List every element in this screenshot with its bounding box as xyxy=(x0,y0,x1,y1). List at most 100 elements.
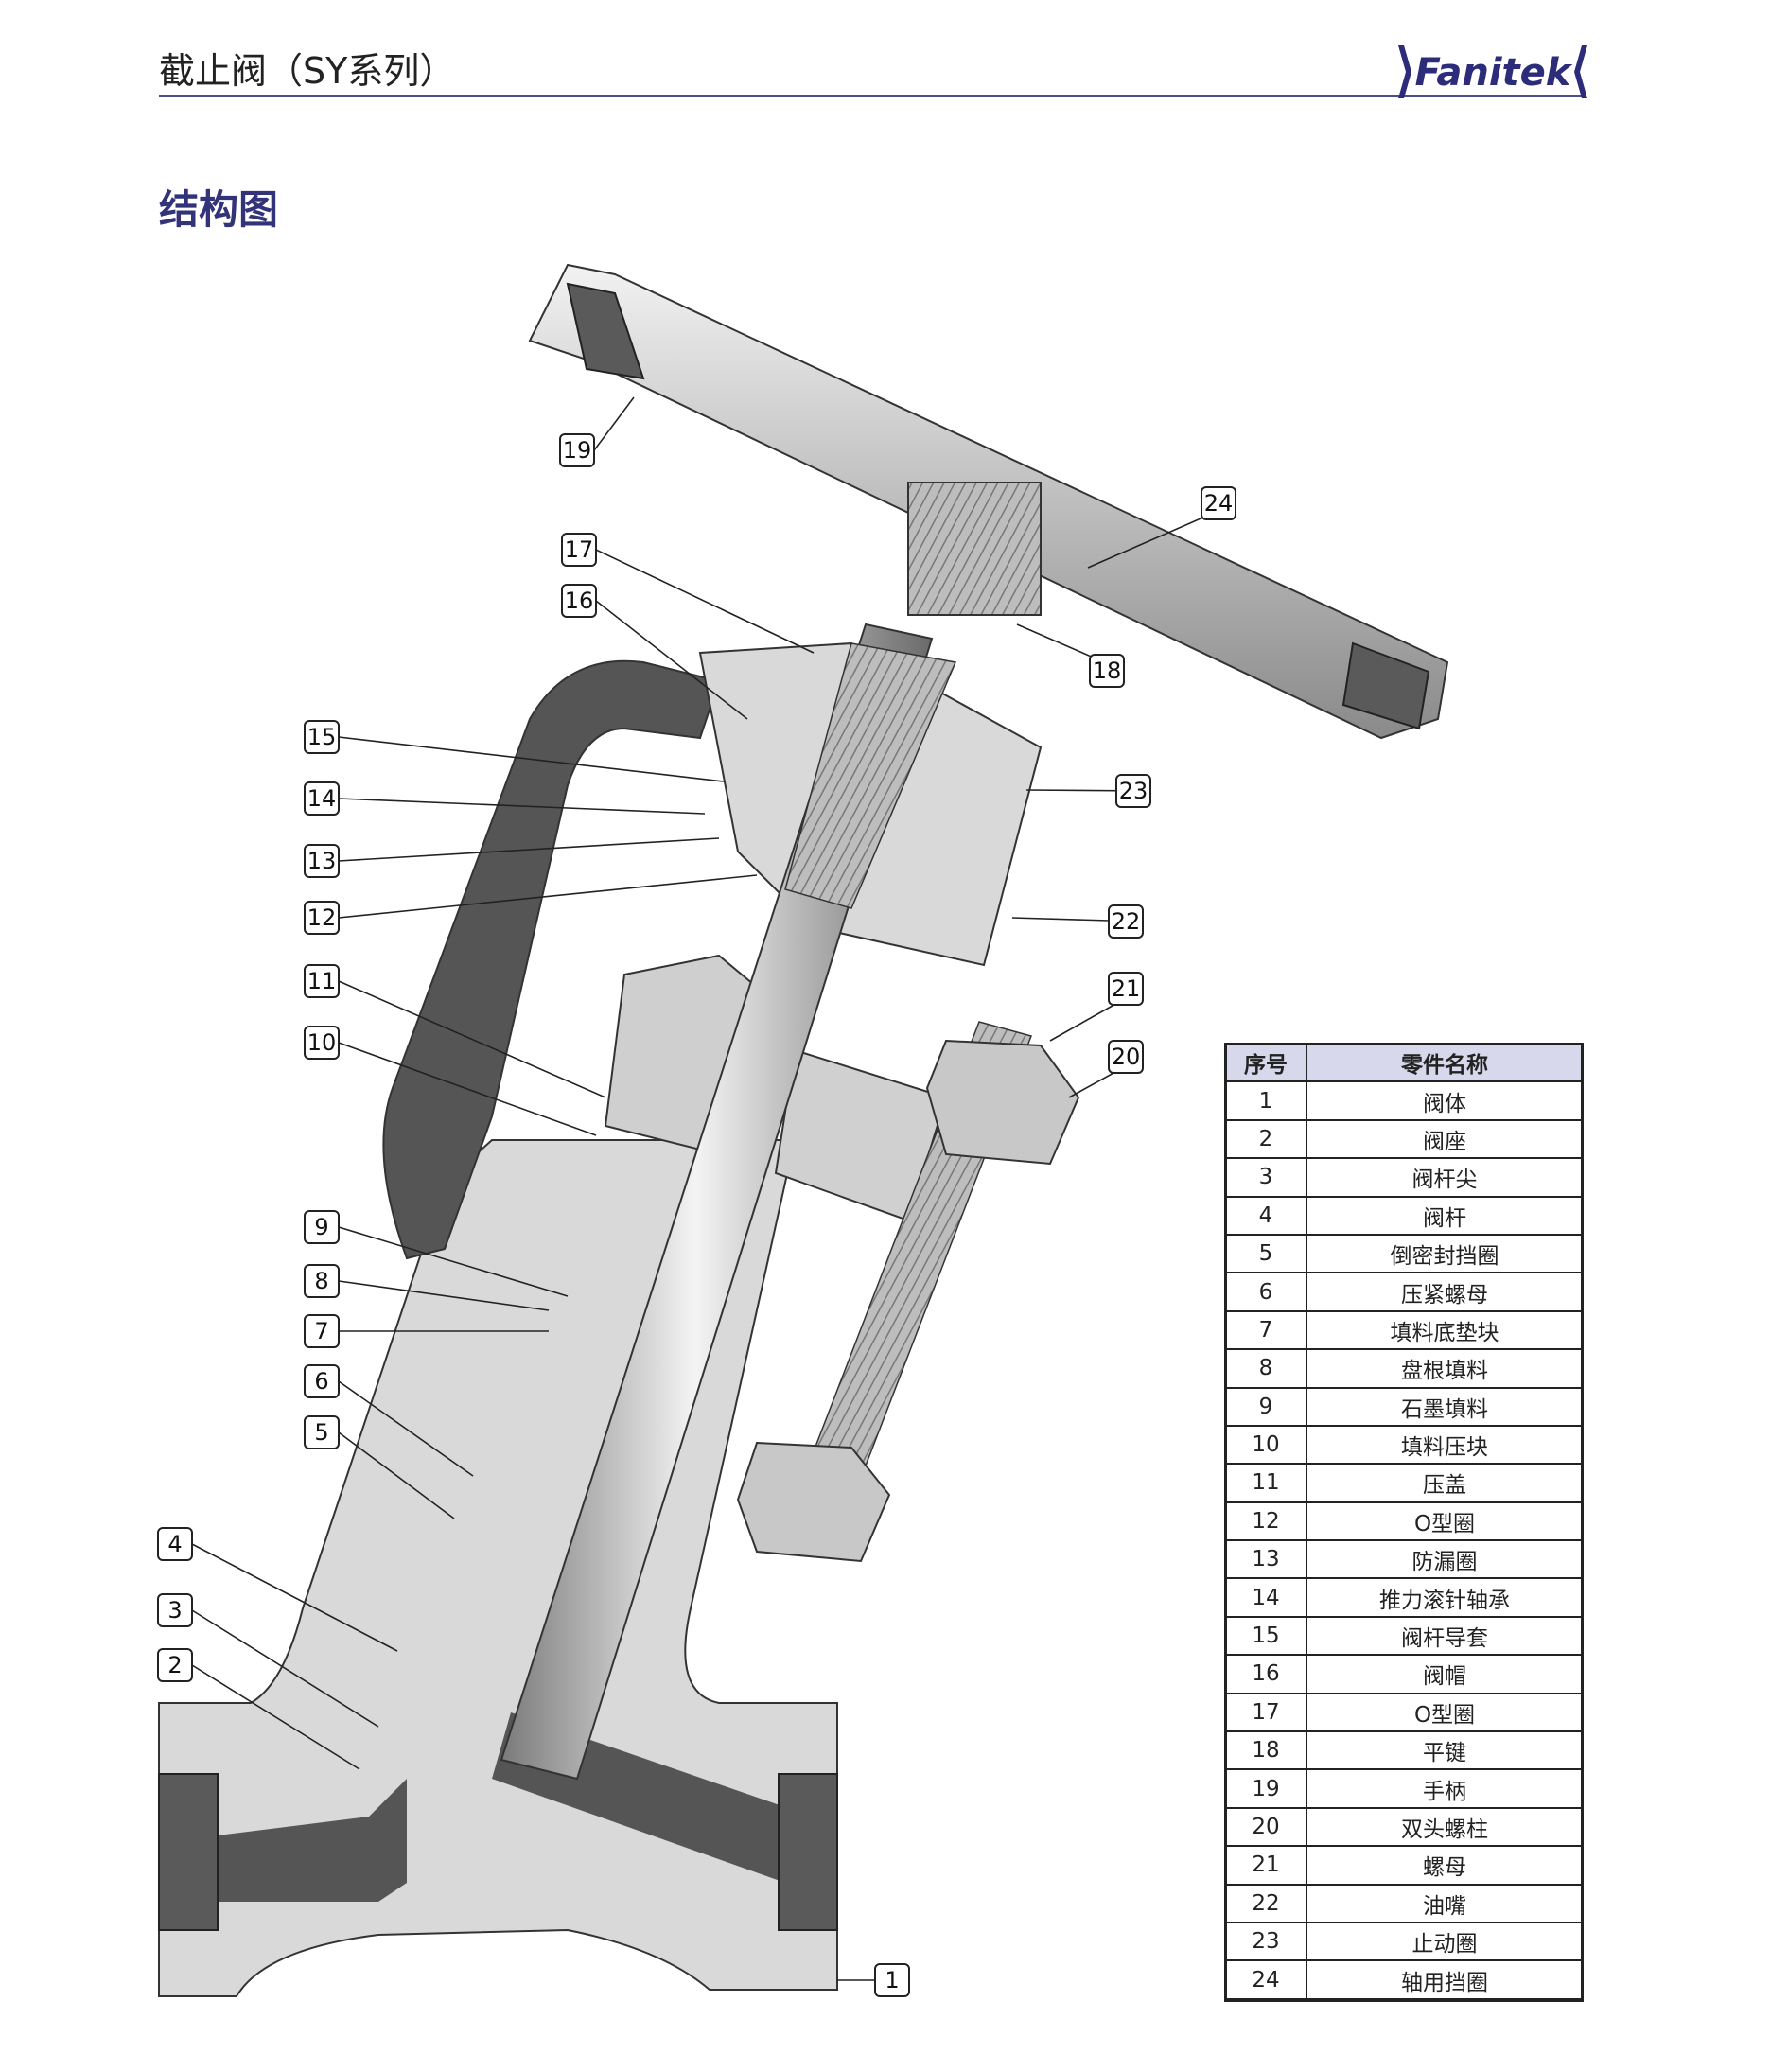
part-number-cell: 15 xyxy=(1224,1615,1307,1657)
callout-number: 10 xyxy=(307,1029,337,1056)
logo-left-mark-icon xyxy=(1398,45,1411,98)
callout-box xyxy=(304,1364,340,1398)
part-name-cell: 压盖 xyxy=(1306,1463,1584,1503)
callout-number: 16 xyxy=(565,588,594,614)
callout-18: 18 xyxy=(1089,654,1125,688)
callout-leader-9 xyxy=(338,1226,569,1297)
part-number-cell: 1 xyxy=(1224,1080,1307,1121)
valve-stem xyxy=(500,623,957,1781)
part-name-cell: O型圈 xyxy=(1306,1692,1584,1733)
callout-16: 16 xyxy=(561,584,597,618)
stud-bolt-assembly xyxy=(736,1021,1080,1563)
callout-number: 13 xyxy=(307,848,337,874)
part-name-cell: 阀座 xyxy=(1306,1118,1584,1160)
part-number-cell: 9 xyxy=(1224,1386,1307,1427)
part-name-cell: 阀杆尖 xyxy=(1306,1157,1584,1198)
brand-logo: Fanitek xyxy=(1398,45,1587,98)
callout-box xyxy=(559,433,595,467)
part-name-cell: 螺母 xyxy=(1306,1845,1584,1886)
part-number-cell: 20 xyxy=(1224,1806,1307,1848)
part-number-cell: 16 xyxy=(1224,1654,1307,1694)
callout-6: 6 xyxy=(304,1364,340,1398)
callout-number: 1 xyxy=(885,1967,899,1993)
callout-box xyxy=(1108,972,1144,1006)
part-number-cell: 8 xyxy=(1224,1348,1307,1389)
callout-leader-13 xyxy=(338,837,720,862)
callout-number: 8 xyxy=(314,1268,328,1294)
callout-leader-8 xyxy=(338,1280,550,1311)
part-name-cell: 轴用挡圈 xyxy=(1306,1959,1584,2000)
callout-box xyxy=(157,1527,193,1561)
section-title: 结构图 xyxy=(159,186,279,233)
callout-number: 9 xyxy=(314,1214,328,1240)
part-name-cell: 石墨填料 xyxy=(1306,1386,1584,1427)
callout-5: 5 xyxy=(304,1415,340,1449)
callout-number: 12 xyxy=(307,904,337,931)
part-name-cell: 倒密封挡圈 xyxy=(1306,1233,1584,1274)
part-name-cell: 填料压块 xyxy=(1306,1424,1584,1466)
callout-box xyxy=(561,533,597,567)
part-number-cell: 13 xyxy=(1224,1539,1307,1580)
callout-21: 21 xyxy=(1108,972,1144,1006)
callout-23: 23 xyxy=(1115,774,1151,808)
brand-name: Fanitek xyxy=(1415,51,1573,95)
callout-leader-4 xyxy=(191,1543,398,1652)
callout-number: 2 xyxy=(167,1652,182,1678)
part-number-cell: 11 xyxy=(1224,1463,1307,1503)
callout-box xyxy=(304,781,340,816)
column-header-name: 零件名称 xyxy=(1306,1042,1584,1083)
callout-box xyxy=(304,720,340,754)
part-number-cell: 22 xyxy=(1224,1883,1307,1923)
callout-box xyxy=(1108,904,1144,939)
handwheel xyxy=(528,263,1449,740)
callout-leader-11 xyxy=(338,980,606,1098)
callout-number: 11 xyxy=(307,968,337,994)
callout-leader-17 xyxy=(595,549,815,654)
callout-leader-16 xyxy=(595,600,748,720)
part-number-cell: 7 xyxy=(1224,1309,1307,1351)
part-number-cell: 17 xyxy=(1224,1692,1307,1733)
part-name-cell: 阀杆 xyxy=(1306,1195,1584,1236)
part-number-cell: 24 xyxy=(1224,1959,1307,2000)
part-name-cell: O型圈 xyxy=(1306,1501,1584,1542)
callout-22: 22 xyxy=(1108,904,1144,939)
part-name-cell: 平键 xyxy=(1306,1730,1584,1771)
part-name-cell: 双头螺柱 xyxy=(1306,1806,1584,1848)
callout-box xyxy=(304,1210,340,1244)
callout-box xyxy=(304,1415,340,1449)
part-number-cell: 5 xyxy=(1224,1233,1307,1274)
callout-24: 24 xyxy=(1201,486,1236,520)
upper-nut xyxy=(925,1039,1080,1166)
callout-number: 23 xyxy=(1119,778,1148,804)
callout-box xyxy=(304,1264,340,1298)
callout-number: 15 xyxy=(307,724,337,750)
callout-13: 13 xyxy=(304,844,340,878)
callout-12: 12 xyxy=(304,901,340,935)
callout-box xyxy=(157,1593,193,1627)
callout-leader-10 xyxy=(338,1042,597,1136)
callout-box xyxy=(1115,774,1151,808)
callout-leader-6 xyxy=(338,1380,474,1477)
callout-20: 20 xyxy=(1108,1040,1144,1074)
callout-box xyxy=(304,901,340,935)
callout-number: 22 xyxy=(1112,908,1141,935)
part-name-cell: 阀帽 xyxy=(1306,1654,1584,1694)
callout-leader-2 xyxy=(191,1664,360,1770)
part-number-cell: 2 xyxy=(1224,1118,1307,1160)
callout-number: 7 xyxy=(314,1318,328,1344)
callout-number: 21 xyxy=(1112,975,1141,1002)
part-number-cell: 12 xyxy=(1224,1501,1307,1542)
callout-leader-3 xyxy=(191,1609,379,1728)
